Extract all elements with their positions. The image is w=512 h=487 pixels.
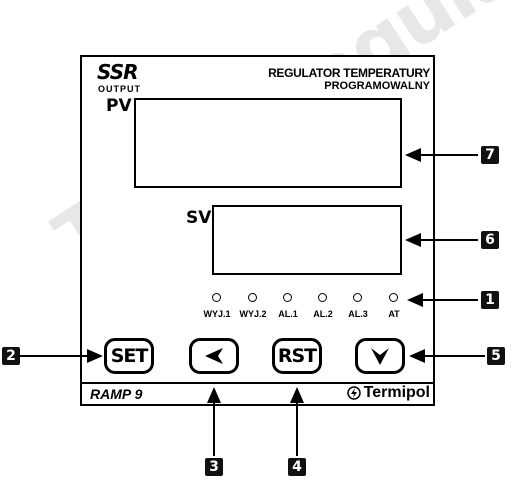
led-label-al3: AL.3 xyxy=(348,309,368,319)
rst-button[interactable]: RST xyxy=(272,338,322,374)
output-label: OUTPUT xyxy=(98,84,141,94)
footer-divider xyxy=(82,382,433,384)
sv-display xyxy=(212,205,402,275)
pv-label: PV xyxy=(106,96,132,116)
callout-6: 6 xyxy=(481,231,499,249)
model-label: RAMP 9 xyxy=(90,386,143,402)
device-title-line2: PROGRAMOWALNY xyxy=(324,80,430,92)
callout-2: 2 xyxy=(2,347,20,365)
set-button[interactable]: SET xyxy=(104,338,154,374)
callout-3: 3 xyxy=(205,458,223,476)
led-al3 xyxy=(353,293,362,302)
brand-name: Termipol xyxy=(363,384,430,401)
callout-4: 4 xyxy=(288,458,306,476)
led-wyj2 xyxy=(248,293,257,302)
ssr-label: SSR xyxy=(97,60,138,84)
callout-7: 7 xyxy=(481,146,499,164)
down-button[interactable] xyxy=(355,338,405,374)
led-al2 xyxy=(318,293,327,302)
callout-5: 5 xyxy=(487,347,505,365)
pv-display xyxy=(134,98,402,188)
chevron-down-icon xyxy=(371,348,389,365)
chevron-left-icon xyxy=(205,348,223,364)
callout-1: 1 xyxy=(481,291,499,309)
led-al1 xyxy=(283,293,292,302)
led-wyj1 xyxy=(212,293,221,302)
device-title-line1: REGULATOR TEMPERATURY xyxy=(268,66,430,80)
lightning-circle-icon xyxy=(346,386,361,400)
led-at xyxy=(389,293,398,302)
led-label-al1: AL.1 xyxy=(278,309,298,319)
led-label-al2: AL.2 xyxy=(313,309,333,319)
brand-logo: Termipol xyxy=(346,384,430,402)
led-label-at: AT xyxy=(388,309,400,319)
sv-label: SV xyxy=(186,208,212,228)
left-button[interactable] xyxy=(189,338,239,374)
led-label-wyj1: WYJ.1 xyxy=(203,309,231,319)
led-label-wyj2: WYJ.2 xyxy=(239,309,267,319)
